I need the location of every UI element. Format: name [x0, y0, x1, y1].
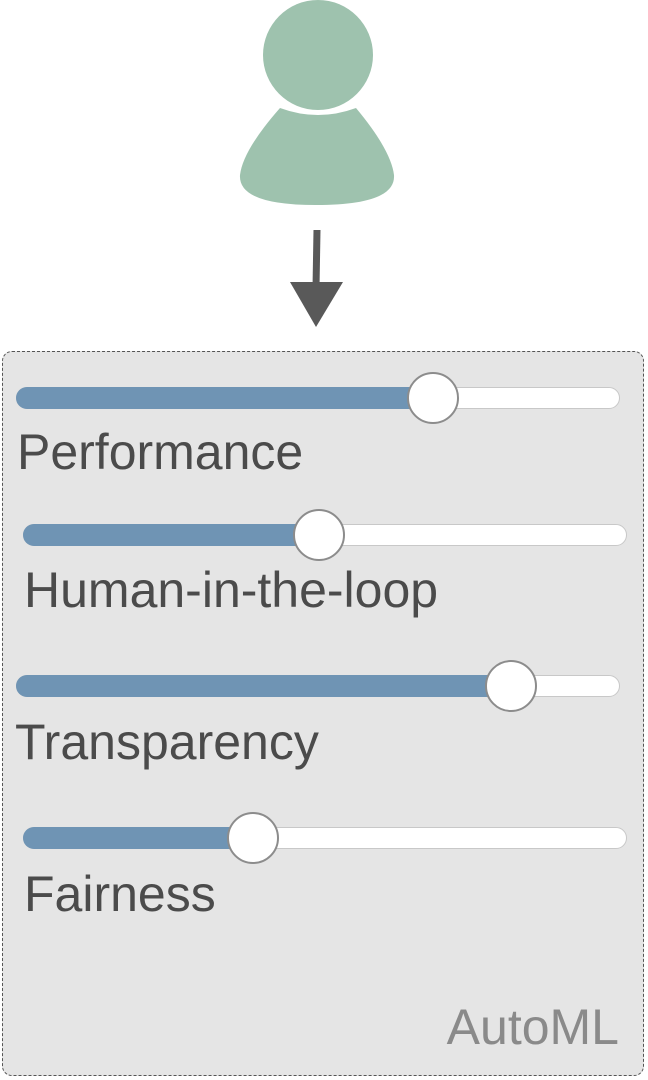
panel-title: AutoML: [446, 999, 619, 1055]
slider-thumb[interactable]: [485, 660, 538, 712]
fairness-label: Fairness: [24, 866, 216, 922]
automl-panel: Performance Human-in-the-loop Transparen…: [2, 351, 644, 1076]
transparency-label: Transparency: [15, 714, 319, 770]
slider-fill: [16, 387, 433, 409]
performance-slider[interactable]: [16, 372, 620, 424]
fairness-slider[interactable]: [23, 812, 627, 864]
slider-thumb[interactable]: [292, 509, 345, 561]
slider-thumb[interactable]: [406, 372, 459, 424]
arrow-down-icon: [286, 226, 348, 330]
human-in-the-loop-slider[interactable]: [23, 509, 627, 561]
slider-fill: [16, 675, 512, 697]
slider-fill: [23, 827, 253, 849]
user-icon: [236, 0, 396, 210]
slider-fill: [23, 524, 319, 546]
human-in-the-loop-label: Human-in-the-loop: [24, 562, 439, 618]
performance-label: Performance: [17, 424, 304, 480]
slider-thumb[interactable]: [226, 812, 279, 864]
transparency-slider[interactable]: [16, 660, 620, 712]
